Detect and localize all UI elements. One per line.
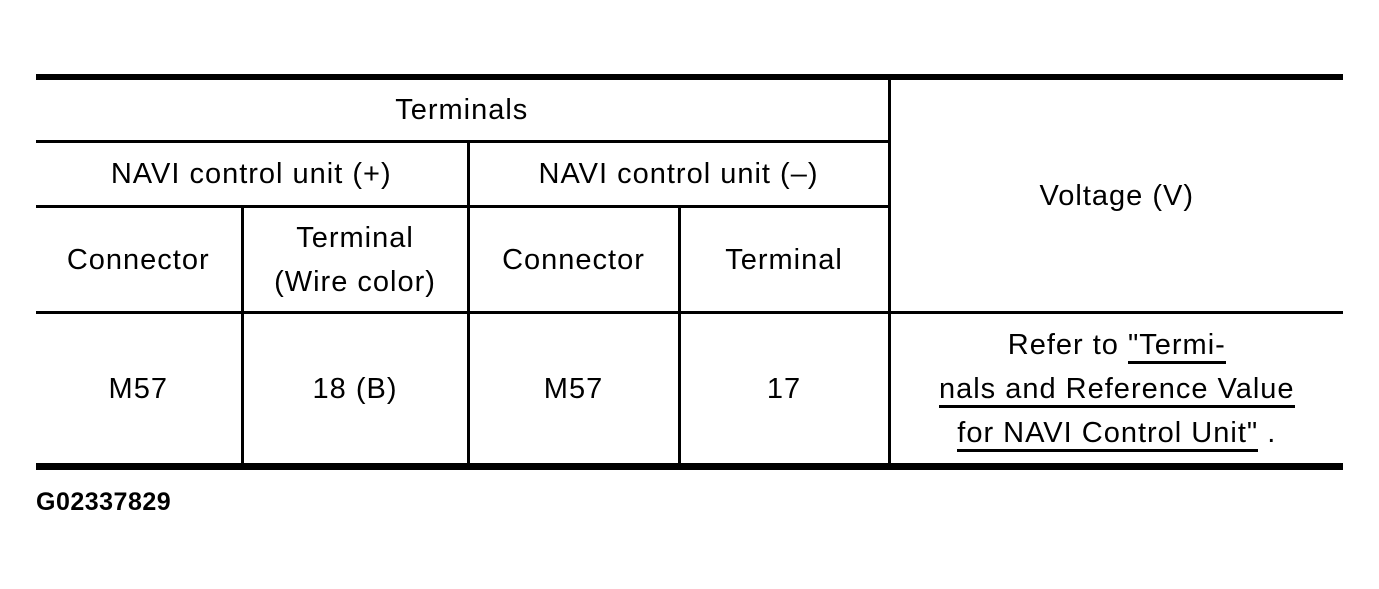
voltage-ref-suffix: . bbox=[1258, 416, 1277, 449]
terminal-wire-line1: Terminal bbox=[296, 221, 414, 254]
cell-connector-plus-value: M57 bbox=[36, 311, 244, 468]
header-row-units: NAVI control unit (+) NAVI control unit … bbox=[36, 140, 1343, 208]
header-connector-minus-cell: Connector bbox=[466, 205, 681, 314]
header-navi-minus-cell: NAVI control unit (–) bbox=[466, 140, 891, 208]
terminals-reference-link[interactable]: "Termi- bbox=[1127, 328, 1226, 364]
header-navi-plus-cell: NAVI control unit (+) bbox=[36, 140, 470, 208]
cell-terminal-minus-value: 17 bbox=[677, 311, 891, 468]
header-row-columns: Connector Terminal (Wire color) Connecto… bbox=[36, 205, 1343, 314]
header-terminal-wire-cell: Terminal (Wire color) bbox=[240, 205, 470, 314]
header-terminal-minus-cell: Terminal bbox=[677, 205, 891, 314]
cell-connector-minus-value: M57 bbox=[466, 311, 681, 468]
table-row: M57 18 (B) M57 17 Refer to "Termi- nals … bbox=[36, 311, 1344, 468]
header-row-terminals: Terminals Voltage (V) bbox=[36, 75, 1344, 314]
header-terminals-cell: Terminals bbox=[36, 75, 891, 143]
terminal-wire-line2: (Wire color) bbox=[274, 265, 436, 298]
voltage-ref-prefix: Refer to bbox=[1007, 328, 1128, 361]
terminals-reference-link[interactable]: for NAVI Control Unit" bbox=[957, 416, 1259, 452]
terminals-reference-link[interactable]: nals and Reference Value bbox=[938, 372, 1295, 408]
figure-id-caption: G02337829 bbox=[36, 488, 172, 516]
terminals-voltage-table: Terminals Voltage (V) NAVI control unit … bbox=[36, 74, 1344, 470]
header-connector-plus-cell: Connector bbox=[36, 205, 244, 314]
header-voltage-cell: Voltage (V) bbox=[887, 75, 1344, 314]
cell-terminal-wire-value: 18 (B) bbox=[240, 311, 470, 468]
cell-voltage-reference: Refer to "Termi- nals and Reference Valu… bbox=[887, 311, 1344, 468]
